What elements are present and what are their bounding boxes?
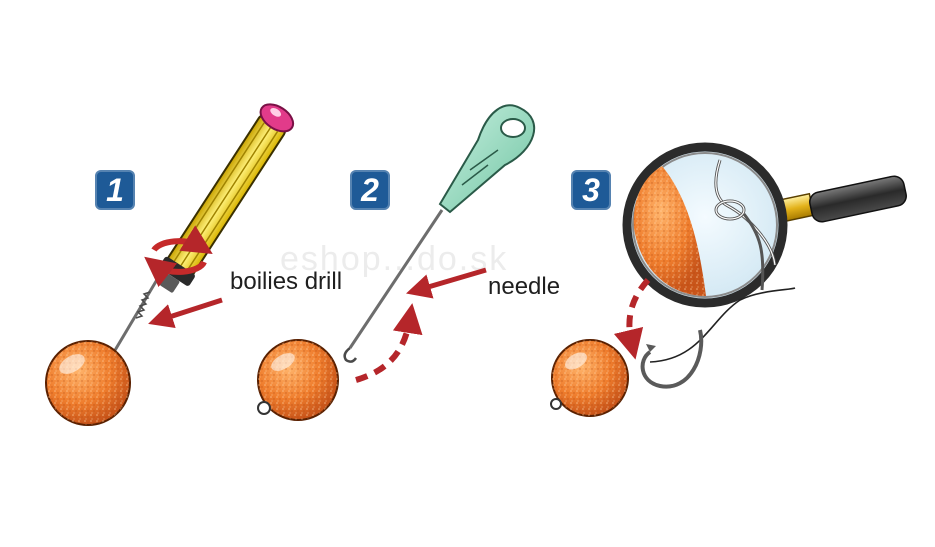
magnifier-icon [622, 142, 907, 308]
fishing-line [649, 287, 796, 363]
step-2-group [257, 104, 536, 421]
boilie-icon [45, 340, 131, 426]
detail-pointer-arrow [613, 277, 651, 360]
needle-pull-arrow [355, 303, 423, 383]
drill-shaft [106, 277, 160, 363]
hook-icon [640, 329, 704, 389]
needle-shaft [348, 209, 444, 349]
rotate-arrows-icon [144, 225, 213, 288]
step-2-badge: 2 [350, 170, 390, 210]
watermark: eshop...do.sk [280, 240, 509, 278]
drill-label: boilies drill [230, 268, 343, 295]
step-3-group [550, 142, 907, 417]
boilie-icon [257, 339, 339, 421]
needle-hook-tip [343, 347, 358, 363]
drill-pointer-arrow [148, 297, 223, 329]
drill-spiral [135, 291, 151, 319]
step-1-group [45, 103, 295, 426]
step-1-badge: 1 [95, 170, 135, 210]
needle-label: needle [488, 273, 561, 300]
needle-pointer-arrow [406, 267, 487, 299]
boilie-icon [550, 339, 629, 417]
needle-icon [438, 104, 536, 214]
step-3-badge: 3 [571, 170, 611, 210]
